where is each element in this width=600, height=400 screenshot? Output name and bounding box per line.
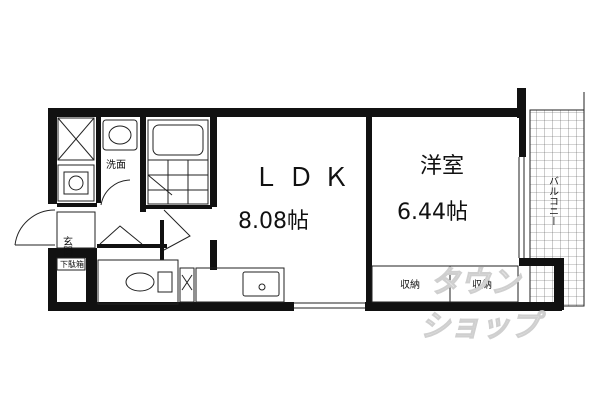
bathtub xyxy=(147,119,209,161)
outer-walls xyxy=(48,88,564,311)
watermark-line1: タウン xyxy=(430,265,522,300)
entrance-area xyxy=(56,211,96,249)
western-room-size: 6.44帖 xyxy=(397,200,468,225)
entrance-label: 玄関 xyxy=(61,235,73,257)
ldk-size: 8.08帖 xyxy=(238,209,309,234)
interior-walls xyxy=(57,117,372,310)
storage-2 xyxy=(449,265,519,303)
washer xyxy=(57,164,95,202)
kitchen-counter xyxy=(195,267,285,303)
shoe-box-label: 下駄箱 xyxy=(60,259,84,269)
shoe-box xyxy=(56,257,86,271)
watermark-line2: ショップ xyxy=(420,309,546,344)
ldk-name: ＬＤＫ xyxy=(253,163,358,193)
western-room-name: 洋室 xyxy=(420,154,464,179)
storage-1-label: 収納 xyxy=(400,278,420,291)
storage-2-label: 収納 xyxy=(472,278,492,291)
wash-basin xyxy=(102,119,138,151)
utility-box xyxy=(57,117,95,161)
toilet-room xyxy=(97,259,179,305)
balcony-label: バルコニー xyxy=(547,176,559,226)
washroom-label: 洗面 xyxy=(106,159,126,171)
